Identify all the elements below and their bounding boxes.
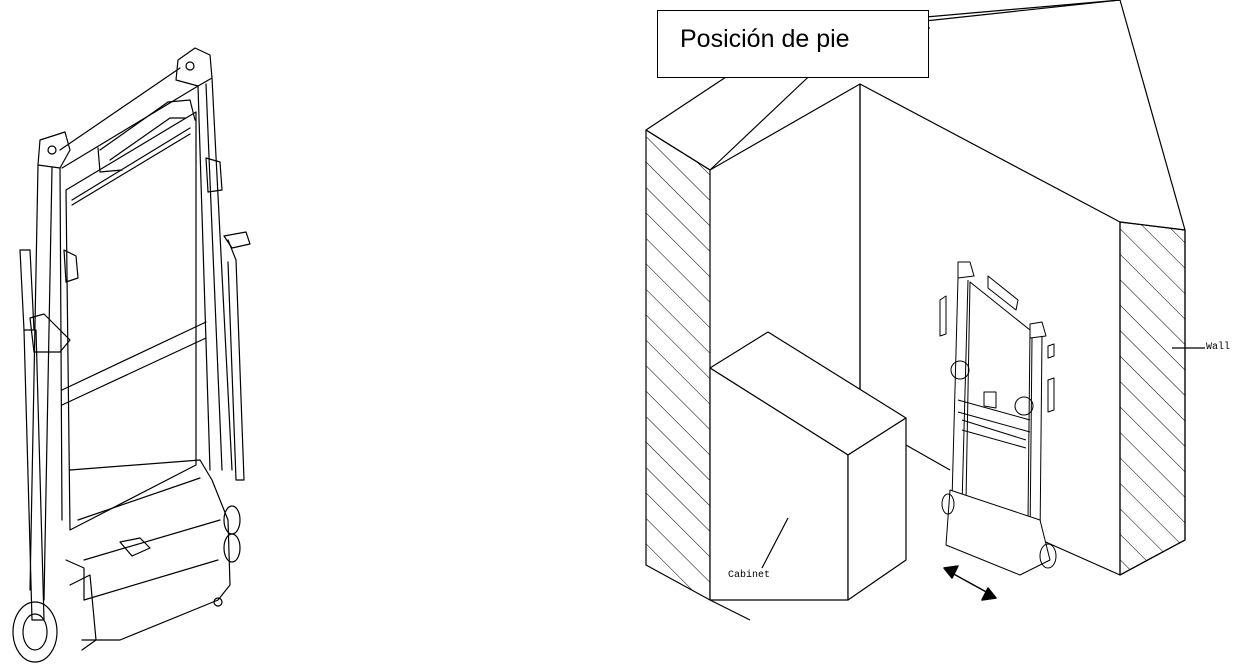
wall-label: Wall <box>1206 342 1231 353</box>
cabinet-box <box>710 332 906 600</box>
treadmill-folded-icon <box>0 0 330 665</box>
double-arrow-icon <box>944 566 996 600</box>
right-wall-block <box>860 0 1185 575</box>
left-treadmill-illustration <box>0 0 330 665</box>
corner-treadmill-icon <box>940 262 1056 575</box>
title-box: Posición de pie <box>657 10 929 78</box>
cabinet-label: Cabinet <box>728 570 771 581</box>
cabinet-leader-line <box>762 518 788 568</box>
title-text: Posición de pie <box>680 25 850 53</box>
